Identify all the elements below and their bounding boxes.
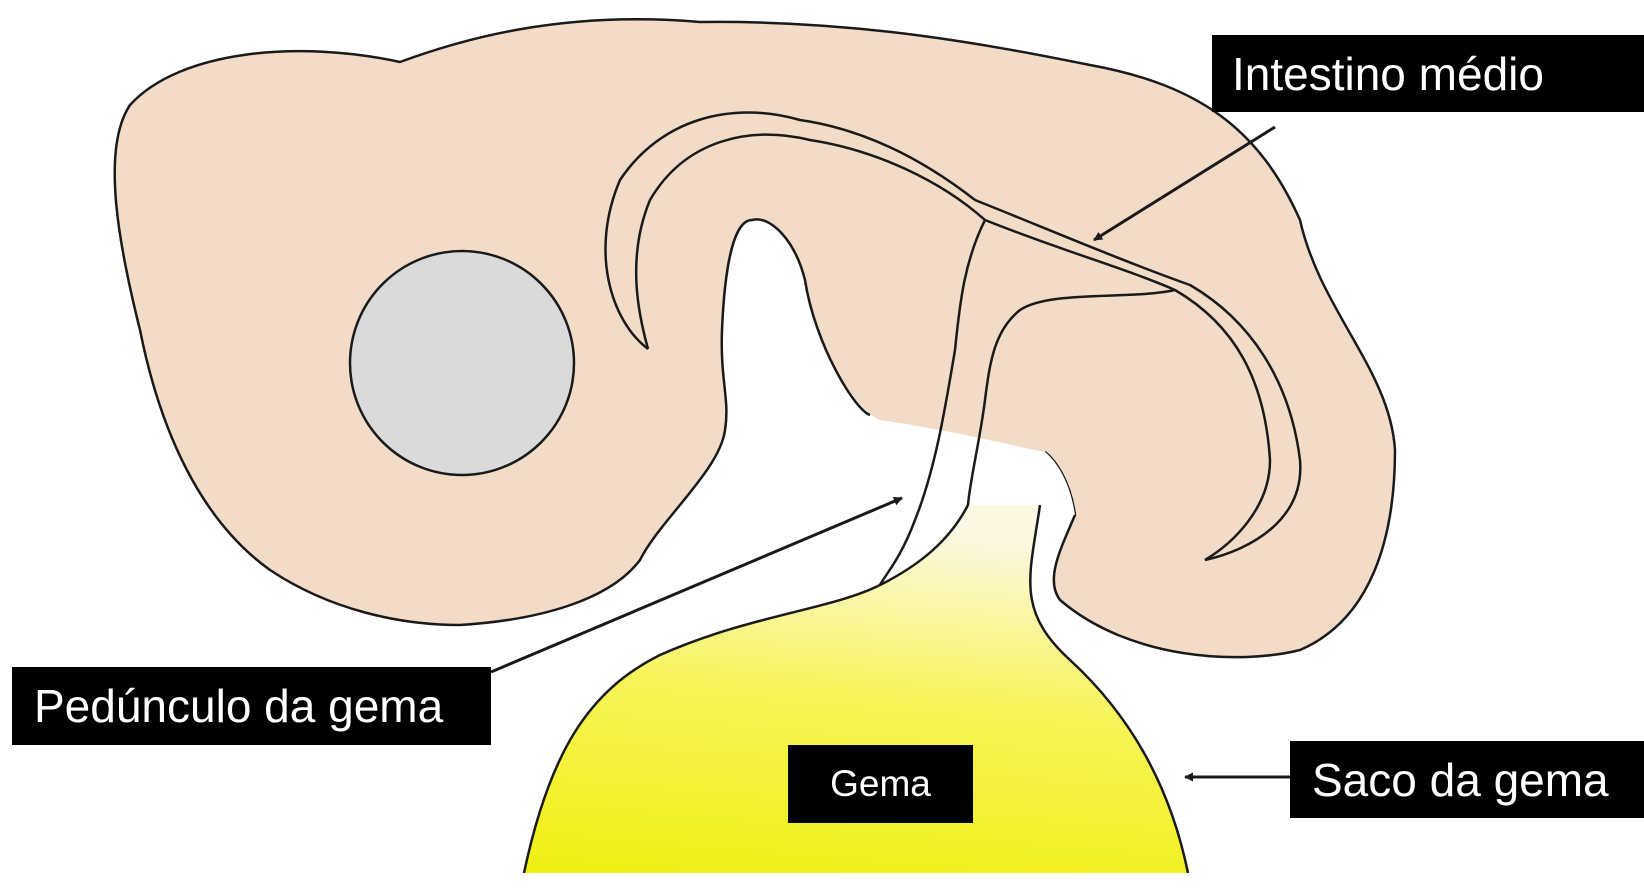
label-gema: Gema <box>788 745 973 823</box>
label-saco-da-gema: Saco da gema <box>1290 741 1644 818</box>
label-pedunculo-da-gema-text: Pedúnculo da gema <box>34 679 443 733</box>
grey-circle <box>350 251 574 475</box>
label-intestino-medio: Intestino médio <box>1212 35 1644 112</box>
label-saco-da-gema-text: Saco da gema <box>1312 753 1609 807</box>
label-intestino-medio-text: Intestino médio <box>1232 47 1544 101</box>
label-gema-text: Gema <box>830 763 931 805</box>
label-pedunculo-da-gema: Pedúnculo da gema <box>12 667 491 745</box>
